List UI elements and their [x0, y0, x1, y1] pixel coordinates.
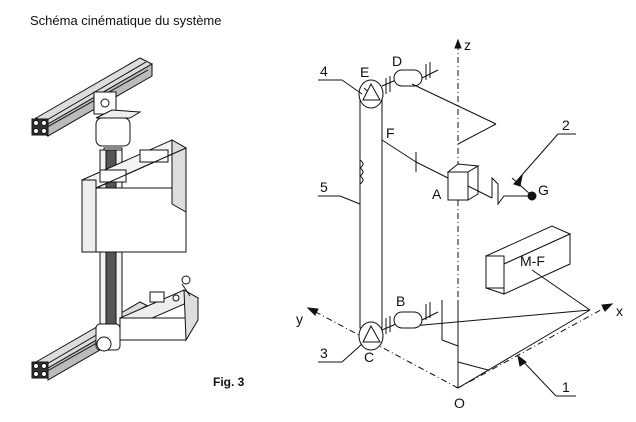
point-e-label: E — [360, 64, 369, 80]
part-3-label: 3 — [320, 345, 328, 361]
leader-lines — [318, 79, 576, 397]
carriage-link — [381, 139, 537, 206]
part-2-label: 2 — [562, 117, 570, 133]
bottom-motor-assembly — [95, 275, 200, 352]
point-d-label: D — [392, 53, 402, 69]
pulley-e — [358, 79, 384, 109]
base-frame — [411, 300, 591, 389]
axis-x-label: x — [616, 303, 623, 319]
top-pulley-assembly — [93, 91, 142, 163]
motor-label: M-F — [520, 253, 545, 269]
axis-y-label: y — [296, 311, 303, 327]
point-a-label: A — [432, 186, 442, 202]
axis-z-label: z — [464, 37, 471, 53]
figure-label: Fig. 3 — [213, 375, 245, 389]
point-c-label: C — [364, 349, 374, 365]
top-profile — [31, 57, 154, 137]
motor-box — [484, 225, 591, 311]
y-arrow — [306, 307, 319, 316]
z-arrow — [454, 38, 462, 49]
x-arrow — [601, 303, 614, 312]
diagram-title: Schéma cinématique du système — [30, 13, 222, 28]
part-5-label: 5 — [320, 179, 328, 195]
shaft-b — [381, 302, 439, 334]
origin-label: O — [454, 395, 465, 411]
point-f-label: F — [386, 125, 395, 141]
part-4-label: 4 — [320, 63, 328, 79]
carriage — [80, 139, 188, 253]
part-1-label: 1 — [562, 379, 570, 395]
axes — [311, 46, 609, 389]
belt — [359, 91, 383, 329]
point-g-label: G — [538, 182, 549, 198]
pulley-c — [358, 321, 384, 351]
shaft-d — [381, 62, 497, 145]
point-b-label: B — [396, 293, 405, 309]
